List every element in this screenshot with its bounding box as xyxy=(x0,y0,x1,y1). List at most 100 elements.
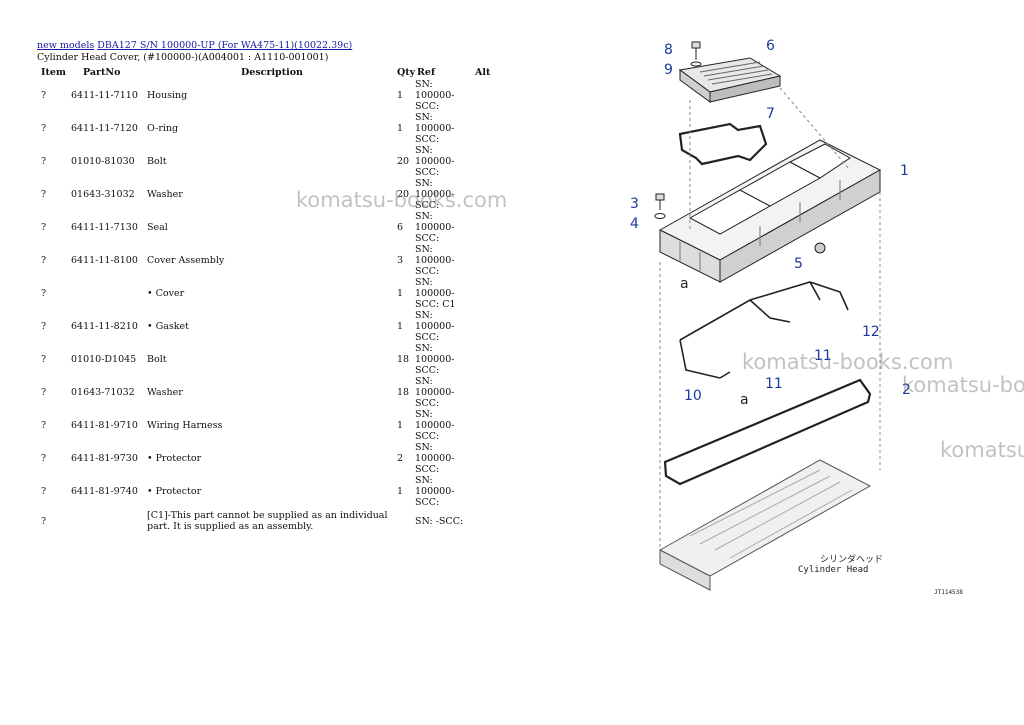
callout-7: 7 xyxy=(766,106,775,122)
cell-qty: 1 xyxy=(397,288,404,299)
wiring-harness-shape xyxy=(679,281,849,379)
gasket-shape xyxy=(678,122,768,166)
cell-alt xyxy=(475,343,495,376)
cell-item: ? xyxy=(41,288,47,299)
cell-item: ? xyxy=(41,387,47,398)
cell-description: [C1]-This part cannot be supplied as an … xyxy=(147,510,388,532)
cell-description: Housing xyxy=(147,90,188,101)
cell-ref: SN: 100000-SCC: xyxy=(415,475,455,508)
cell-partno: 01643-71032 xyxy=(71,387,135,398)
cell-partno: 6411-81-9730 xyxy=(71,453,138,464)
cell-description: Cover Assembly xyxy=(147,255,225,266)
callout-11a: 11 xyxy=(814,348,832,364)
cell-item: ? xyxy=(41,222,47,233)
cell-item: ? xyxy=(41,255,47,266)
cell-ref: SN: 100000-SCC: xyxy=(415,79,455,112)
callout-10: 10 xyxy=(684,388,702,404)
seal-shape xyxy=(814,242,826,254)
page-subtitle: Cylinder Head Cover, (#100000-)(A004001 … xyxy=(37,52,329,63)
callout-2: 2 xyxy=(902,382,911,398)
cell-description: Washer xyxy=(147,189,183,200)
cell-partno: 6411-11-8100 xyxy=(71,255,138,266)
cell-qty: 20 xyxy=(397,189,410,200)
cell-partno: 01010-81030 xyxy=(71,156,135,167)
figure-code: JT114538 xyxy=(934,589,963,596)
table-row: ? [C1]-This part cannot be supplied as an… xyxy=(35,508,495,534)
cell-item: ? xyxy=(41,354,47,365)
cell-ref: SN: 100000-SCC: xyxy=(415,409,455,442)
cell-description: O-ring xyxy=(147,123,179,134)
cell-partno xyxy=(71,508,147,534)
cell-qty: 2 xyxy=(397,453,404,464)
callout-3: 3 xyxy=(630,196,639,212)
cell-alt xyxy=(475,475,495,508)
cell-alt xyxy=(475,508,495,534)
cell-partno: 6411-81-9710 xyxy=(71,420,138,431)
cell-partno: 6411-11-7130 xyxy=(71,222,138,233)
col-header-alt: Alt xyxy=(475,67,491,78)
col-header-description: Description xyxy=(241,67,303,78)
cell-alt xyxy=(475,442,495,475)
callout-1: 1 xyxy=(900,163,909,179)
cell-ref: SN: 100000-SCC: xyxy=(415,145,455,178)
cell-qty: 1 xyxy=(397,123,404,134)
housing-shape xyxy=(658,139,882,283)
cell-partno: 6411-11-7120 xyxy=(71,123,138,134)
cell-qty: 1 xyxy=(397,486,404,497)
cell-item: ? xyxy=(41,123,47,134)
cell-ref: SN: 100000-SCC: xyxy=(415,310,455,343)
cell-partno xyxy=(71,277,147,310)
cell-item: ? xyxy=(41,515,47,527)
cell-item: ? xyxy=(41,321,47,332)
cell-item: ? xyxy=(41,156,47,167)
breadcrumb: new models DBA127 S/N 100000-UP (For WA4… xyxy=(37,40,352,51)
cell-alt xyxy=(475,112,495,145)
cell-partno: 6411-11-8210 xyxy=(71,321,138,332)
col-header-qty: Qty xyxy=(397,67,416,78)
cell-item: ? xyxy=(41,90,47,101)
exploded-parts-diagram: 8 6 9 7 1 3 4 5 a 12 11 11 10 a 2 シリンダヘッ… xyxy=(630,38,963,596)
cell-qty: 1 xyxy=(397,321,404,332)
callout-8: 8 xyxy=(664,42,673,58)
col-header-partno: PartNo xyxy=(83,67,121,78)
cell-qty: 1 xyxy=(397,420,404,431)
cell-qty xyxy=(397,508,415,534)
breadcrumb-link-new-models[interactable]: new models xyxy=(37,40,95,51)
cell-partno: 6411-11-7110 xyxy=(71,90,138,101)
cell-description: • Protector xyxy=(147,486,202,497)
cell-alt xyxy=(475,277,495,310)
cell-ref: SN: 100000-SCC: xyxy=(415,376,455,409)
cell-alt xyxy=(475,211,495,244)
breadcrumb-link-model[interactable]: DBA127 S/N 100000-UP (For WA475-11)(1002… xyxy=(97,40,353,51)
cell-alt xyxy=(475,376,495,409)
cover-part-shape xyxy=(678,57,782,103)
cell-alt xyxy=(475,145,495,178)
cell-description: Washer xyxy=(147,387,183,398)
cell-qty: 18 xyxy=(397,387,410,398)
cell-description: • Cover xyxy=(147,288,185,299)
callout-a-top: a xyxy=(680,276,689,292)
cell-item: ? xyxy=(41,453,47,464)
col-header-ref: Ref xyxy=(417,67,436,78)
callout-a-bottom: a xyxy=(740,392,749,408)
cylinder-head-shape xyxy=(658,459,872,591)
parts-table: Item PartNo Description Qty Ref Alt ?641… xyxy=(35,66,495,534)
cell-qty: 20 xyxy=(397,156,410,167)
table-row: ? 01643-71032 Washer 18 SN: 100000-SCC: xyxy=(35,376,495,409)
cell-alt xyxy=(475,79,495,112)
cell-alt xyxy=(475,178,495,211)
cell-ref: SN: 100000-SCC: xyxy=(415,211,455,244)
bolt-washer-shape xyxy=(654,193,666,219)
cell-item: ? xyxy=(41,420,47,431)
cell-description: Bolt xyxy=(147,156,167,167)
cell-partno: 01010-D1045 xyxy=(71,354,137,365)
